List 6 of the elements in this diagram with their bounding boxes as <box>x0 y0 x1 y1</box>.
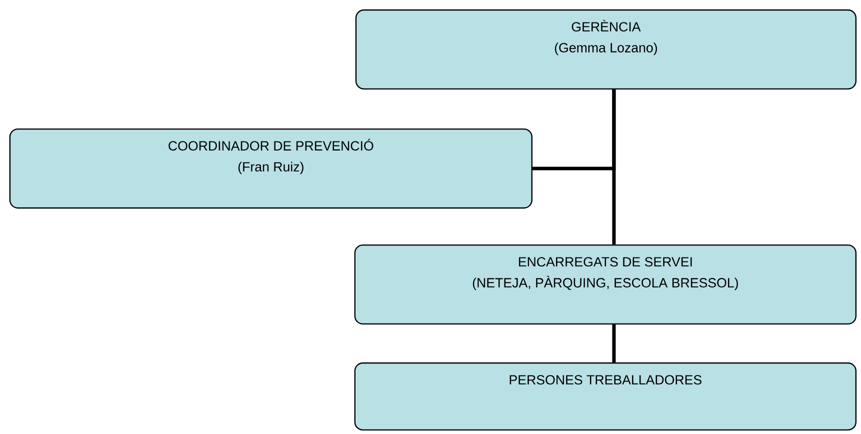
org-box: PERSONES TREBALLADORES <box>354 362 857 431</box>
org-box: GERÈNCIA (Gemma Lozano) <box>355 9 857 90</box>
org-box: ENCARREGATS DE SERVEI (NETEJA, PÀRQUING, ESCOLA BRESSOL) <box>354 244 857 325</box>
org-box: COORDINADOR DE PREVENCIÓ (Fran Ruiz) <box>9 128 532 209</box>
connector-line <box>612 90 616 244</box>
connector-line <box>612 324 616 362</box>
